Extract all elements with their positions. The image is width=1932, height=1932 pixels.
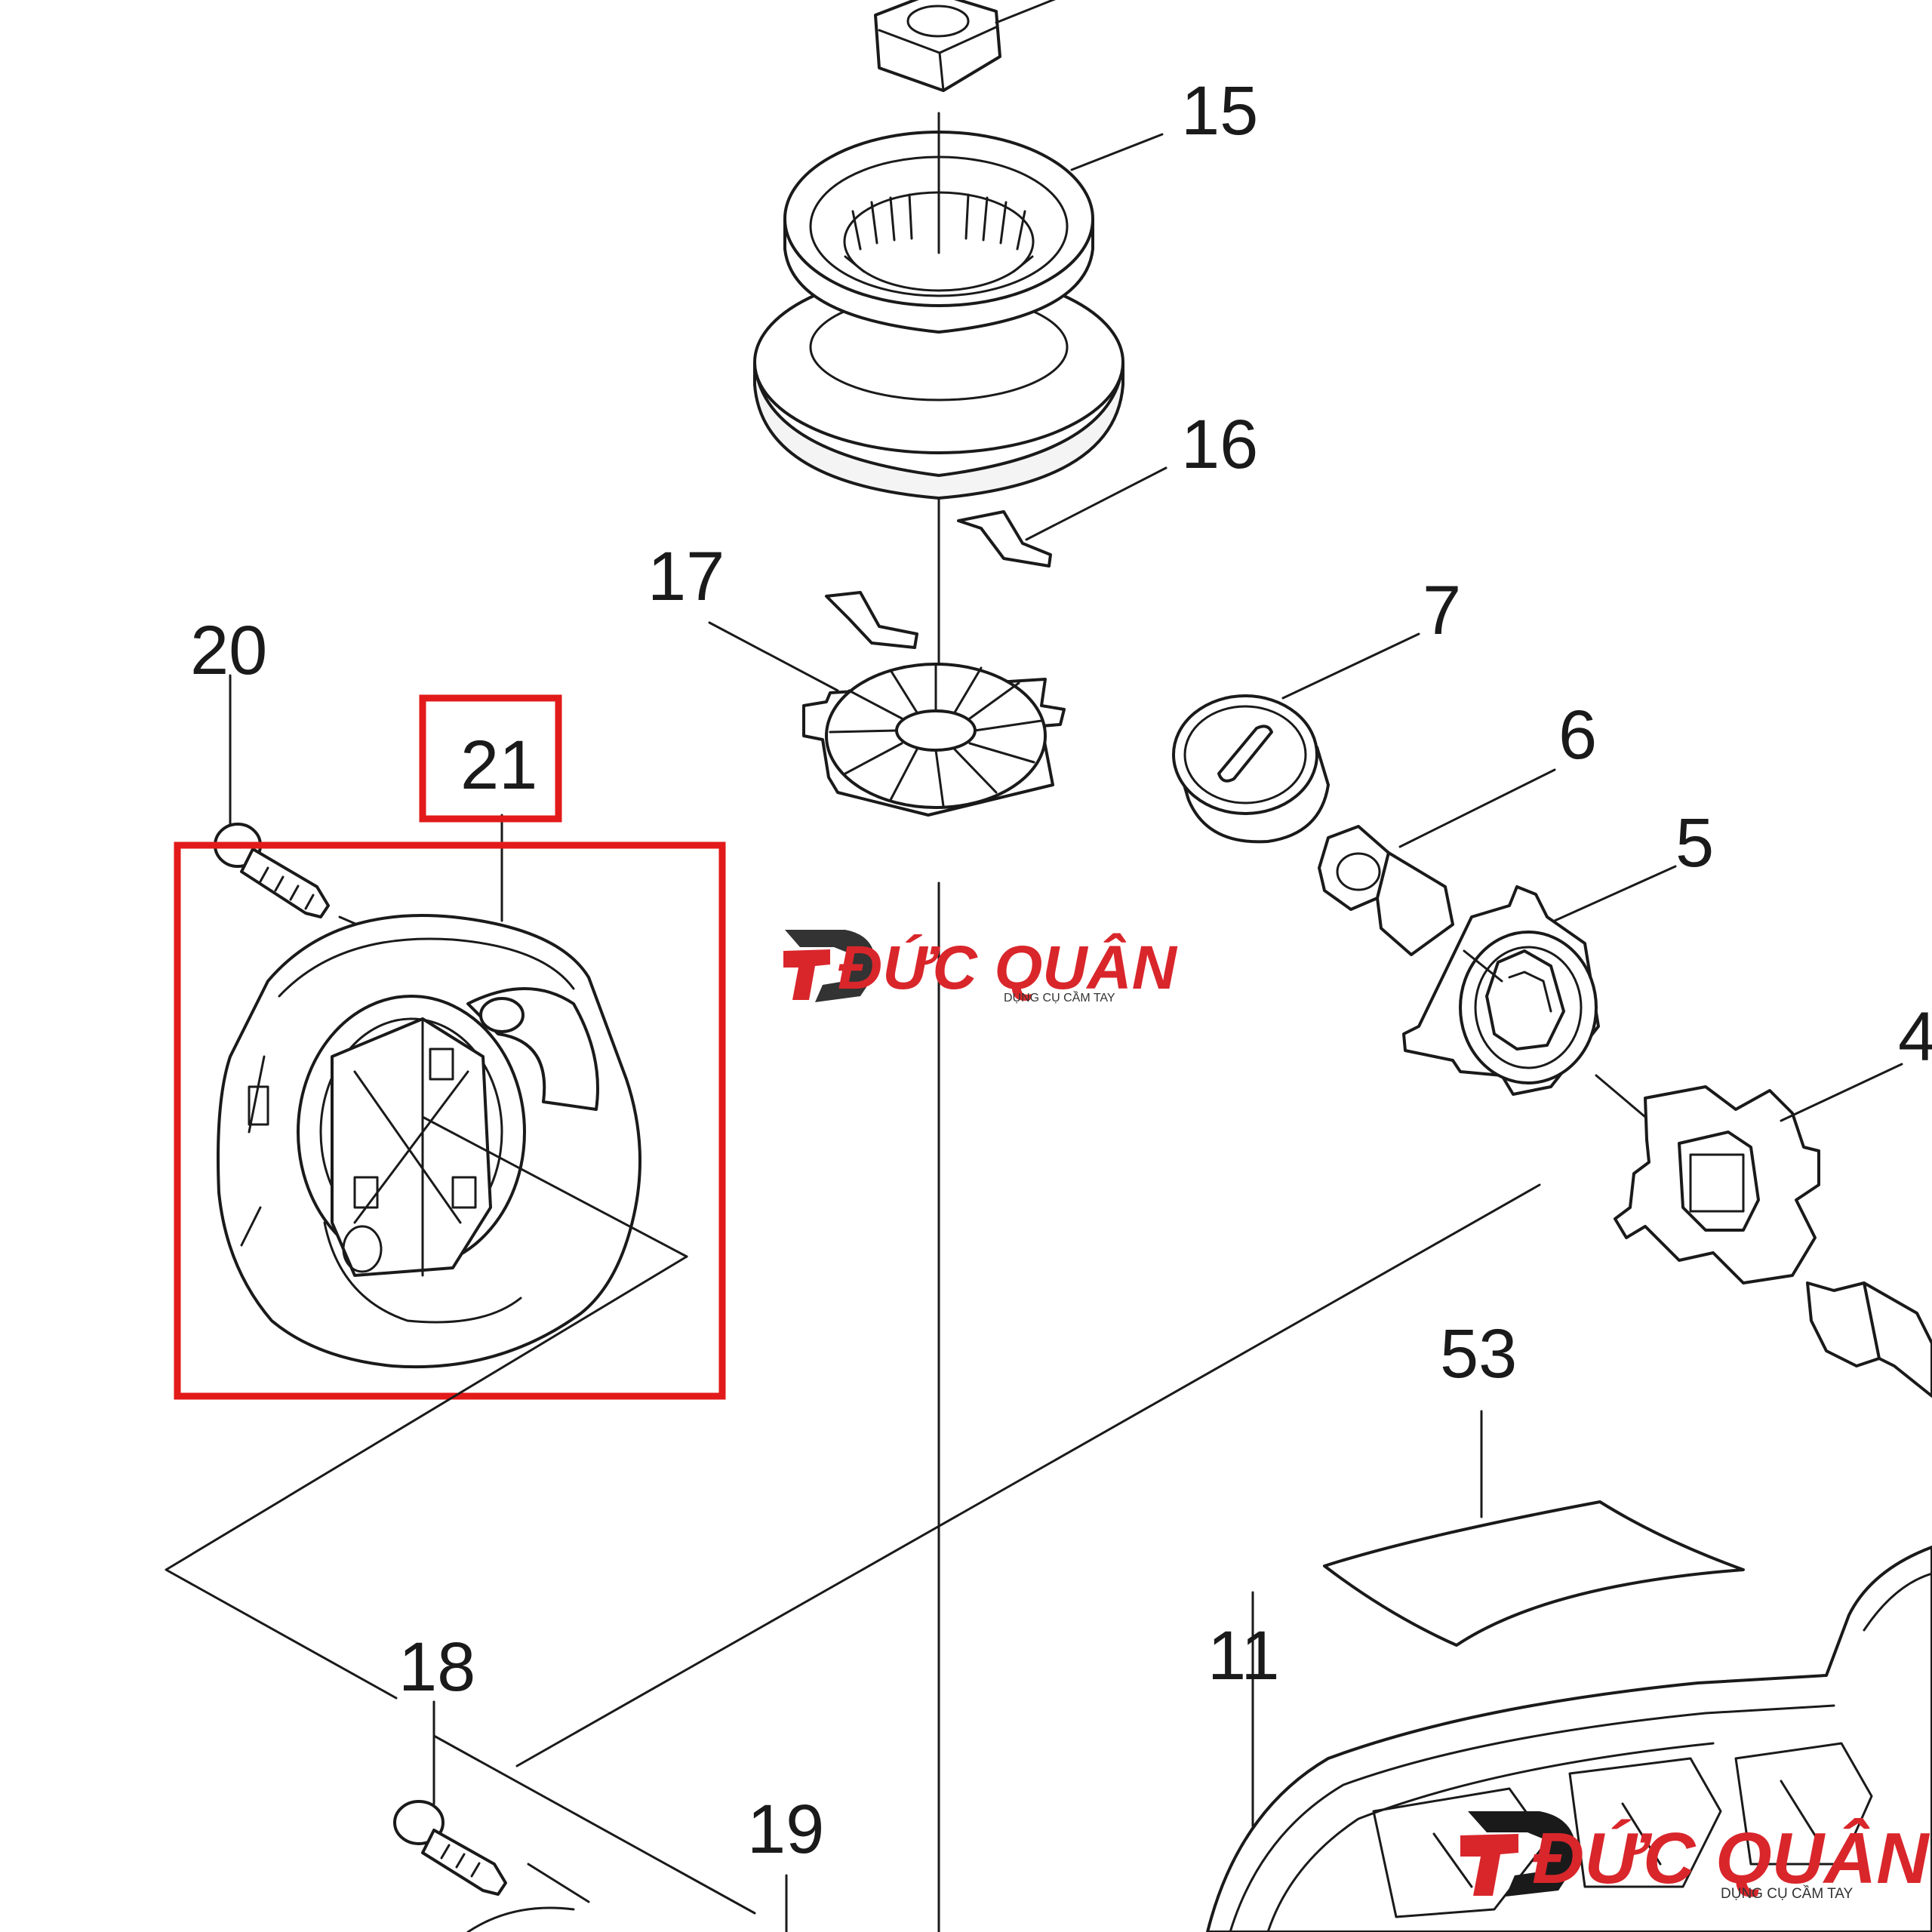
part-label-5: 5 (1675, 804, 1714, 881)
part-label-18: 18 (398, 1629, 475, 1706)
part-5-switch (1402, 865, 1677, 1096)
hex-nut-part (874, 0, 1057, 92)
brand-logo-mark (785, 930, 876, 1002)
part-label-21: 21 (460, 727, 537, 804)
part-21-highlight-box (174, 841, 726, 1400)
part-label-4: 4 (1898, 998, 1932, 1075)
part-label-20: 20 (190, 612, 267, 689)
part-7-cap (1172, 632, 1420, 844)
part-20-screw (214, 674, 364, 928)
washer-spokes (829, 663, 1043, 808)
watermark-logo-center: ĐỨC QUÂN DỤNG CỤ CẦM TAY (783, 930, 1178, 1004)
part-label-6: 6 (1558, 697, 1597, 774)
part-21-highlight (174, 694, 726, 1400)
part-15-ring-gear (753, 112, 1164, 500)
assembly-reference-lines (165, 1183, 1541, 1915)
part-53-label-plate (1323, 1410, 1745, 1647)
brand-logo-mark-corner (1468, 1811, 1577, 1897)
part-21-label-highlight-box (419, 694, 562, 823)
part-label-53: 53 (1440, 1315, 1517, 1392)
drill-icon-corner (1460, 1834, 1518, 1896)
part-6-connector (1318, 768, 1556, 956)
part-label-17: 17 (648, 538, 724, 615)
part-label-11: 11 (1208, 1617, 1280, 1694)
ring-teeth (844, 193, 1034, 273)
part-4-switch-base (1595, 1063, 1932, 1398)
part-labels: 15 16 17 7 6 5 4 20 21 53 11 18 19 (190, 72, 1932, 1868)
brand-tagline-corner: DỤNG CỤ CẦM TAY (1721, 1885, 1854, 1902)
drill-icon (783, 949, 830, 1000)
brand-name-corner: ĐỨC QUÂN (1532, 1817, 1930, 1899)
part-label-7: 7 (1423, 572, 1461, 649)
brand-tagline: DỤNG CỤ CẦM TAY (1004, 990, 1115, 1004)
brand-name: ĐỨC QUÂN (838, 934, 1178, 1002)
part-19-leader (466, 1874, 788, 1932)
part-21-housing-cover (217, 814, 688, 1369)
part-16-clip (957, 466, 1168, 568)
part-label-19: 19 (747, 1791, 824, 1868)
part-18-screw (393, 1700, 507, 1896)
part-label-15: 15 (1181, 72, 1258, 149)
watermark-logo-corner: ĐỨC QUÂN DỤNG CỤ CẦM TAY (1460, 1811, 1930, 1902)
part-17-washer (708, 591, 1066, 817)
part-label-16: 16 (1181, 406, 1258, 483)
